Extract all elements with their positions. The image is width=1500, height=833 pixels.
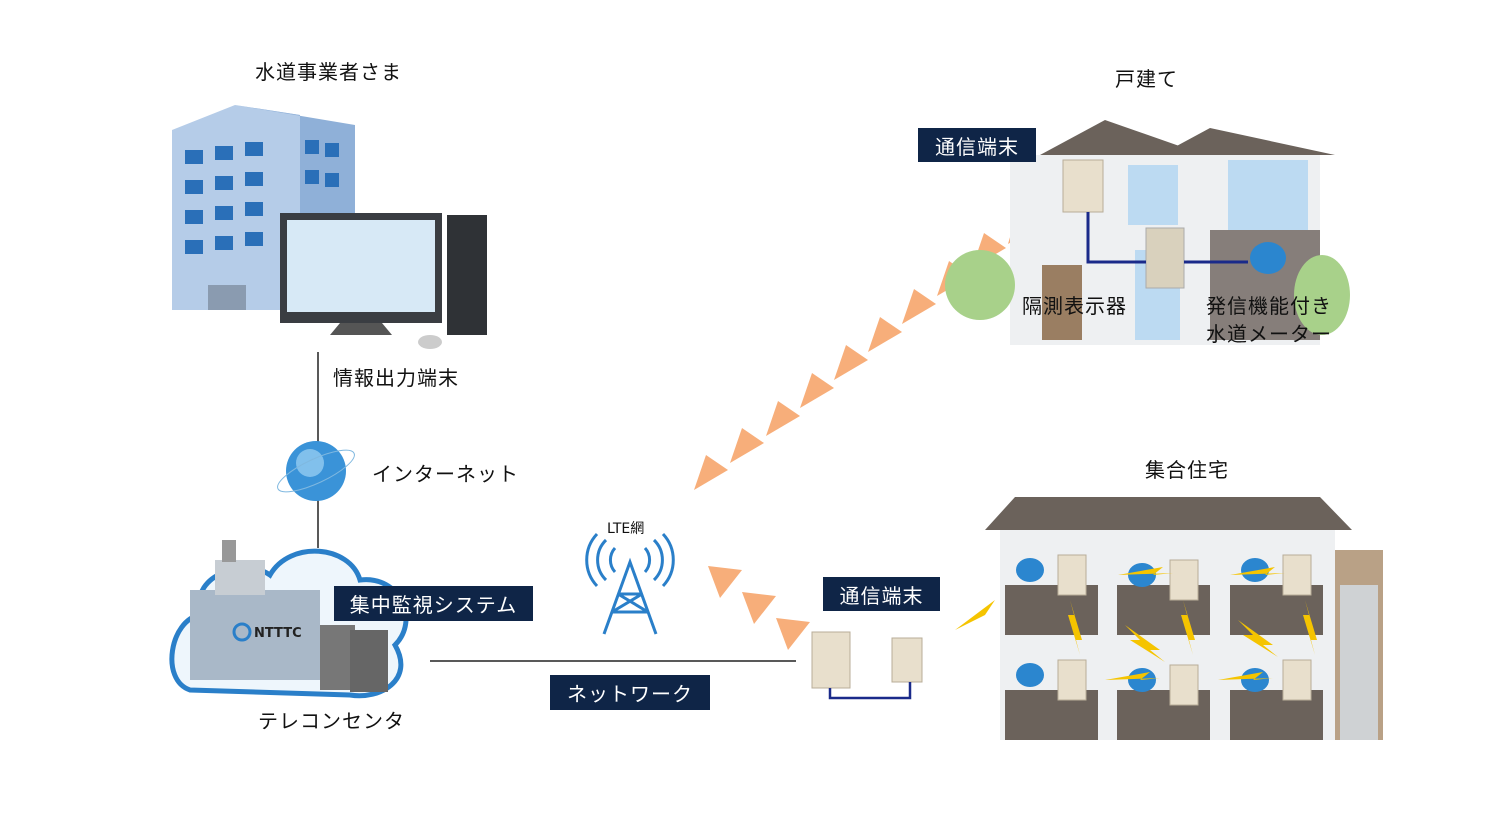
meter-label-line1: 発信機能付き	[1206, 294, 1332, 318]
apartment-label: 集合住宅	[1145, 458, 1229, 482]
globe-icon	[277, 441, 355, 501]
comm-terminal-house-label: 通信端末	[918, 128, 1036, 162]
central-monitoring-label: 集中監視システム	[334, 586, 533, 621]
detached-house-icon	[945, 120, 1350, 345]
detached-house-label: 戸建て	[1115, 67, 1178, 91]
water-utility-label: 水道事業者さま	[255, 60, 402, 84]
internet-label: インターネット	[372, 462, 519, 486]
info-output-terminal-label: 情報出力端末	[333, 366, 459, 390]
telecon-center-label: テレコンセンタ	[258, 709, 405, 733]
lte-label: LTE網	[607, 521, 645, 537]
comm-terminal-devices-icon	[811, 631, 923, 700]
lte-tower-icon	[585, 532, 675, 635]
network-label: ネットワーク	[550, 675, 710, 710]
apartment-building-icon	[955, 497, 1383, 740]
building-logo: NTTTC	[254, 626, 302, 641]
desktop-pc-icon	[280, 213, 487, 349]
meter-label-line2: 水道メーター	[1206, 322, 1332, 346]
remote-display-label: 隔測表示器	[1022, 294, 1127, 318]
comm-terminal-apartment-label: 通信端末	[823, 577, 940, 611]
